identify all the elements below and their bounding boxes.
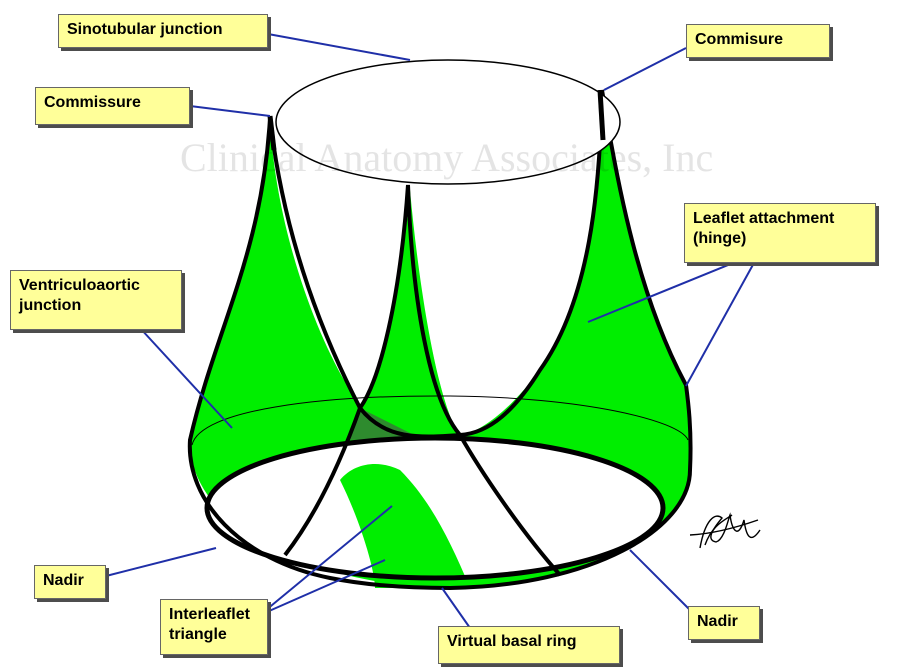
watermark-text: Clinical Anatomy Associates, Inc [180, 135, 714, 180]
leader-lines [105, 33, 761, 629]
ventriculoaortic-junction-line [191, 395, 689, 446]
leader-sinotubular [267, 33, 411, 61]
label-interleaflet-triangle: Interleaflet triangle [160, 599, 268, 655]
label-nadir-right: Nadir [688, 606, 760, 640]
label-leaflet-attachment: Leaflet attachment (hinge) [684, 203, 876, 263]
leader-nadir-right [629, 549, 693, 613]
left-leaflet-hinge [268, 117, 461, 439]
label-virtual-basal-ring: Virtual basal ring [438, 626, 620, 664]
leader-basal-ring [441, 587, 471, 629]
leader-interleaflet-1 [259, 505, 393, 616]
inner-white-left [278, 130, 408, 402]
leader-leaflet-hinge-1 [587, 251, 761, 323]
label-ventriculoaortic-junction: Ventriculoaortic junction [10, 270, 182, 330]
leader-commissure-left [189, 105, 271, 117]
leader-leaflet-hinge-2 [685, 251, 761, 387]
right-commissure-tip [597, 89, 606, 141]
label-sinotubular-junction: Sinotubular junction [58, 14, 268, 48]
label-nadir-left: Nadir [34, 565, 106, 599]
leader-ventriculoaortic [139, 327, 233, 429]
leader-nadir-left [105, 547, 217, 577]
left-commissure-tip [267, 115, 277, 151]
right-leaflet-hinge [459, 89, 604, 437]
sinotubular-junction-ellipse [275, 59, 621, 185]
leader-interleaflet-2 [259, 559, 386, 616]
artist-signature [689, 512, 761, 549]
label-commissure: Commissure [35, 87, 190, 125]
leader-commisure-right [603, 47, 687, 91]
interleaflet-triangle-front [340, 464, 470, 588]
virtual-basal-ring-interior [207, 440, 663, 576]
middle-post-hinge [283, 184, 562, 577]
inner-white-right [412, 105, 600, 433]
label-commisure: Commisure [686, 24, 830, 58]
